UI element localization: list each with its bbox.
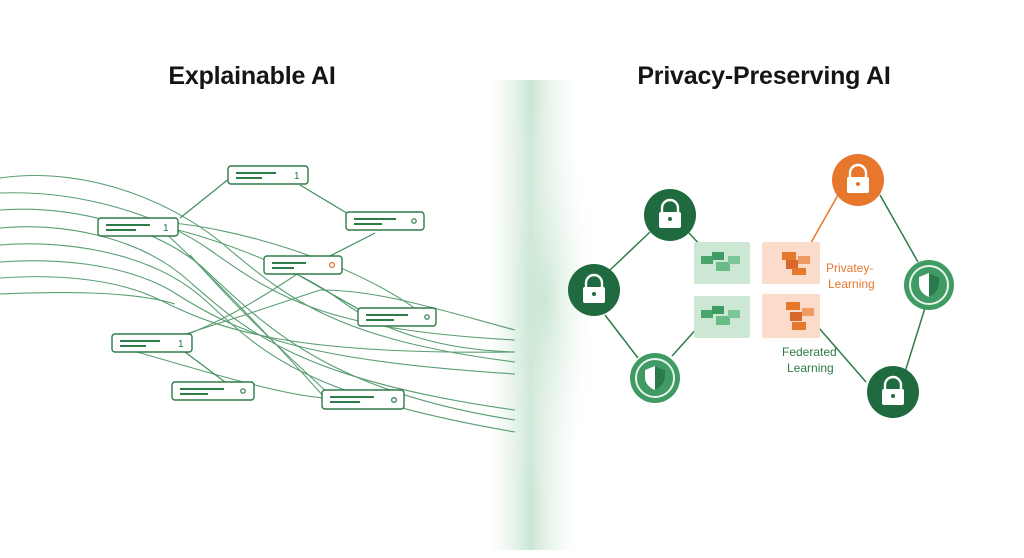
data-block-orange-bottom <box>762 294 820 338</box>
tree-node-4-highlight <box>263 255 343 275</box>
tree-node-2: 1 <box>97 217 179 237</box>
tree-node-8 <box>321 389 405 410</box>
data-block-green-bottom <box>694 296 750 338</box>
tree-node-7 <box>171 381 255 401</box>
federated-learning-label-line1: Federated <box>782 345 837 359</box>
lock-icon <box>583 273 605 303</box>
explainable-ai-title: Explainable AI <box>168 62 336 90</box>
privacy-links <box>604 194 926 383</box>
privacy-preserving-ai-title: Privacy-Preserving AI <box>637 62 891 90</box>
privacy-learning-label-line2: Learning <box>828 277 875 291</box>
shield-icon <box>645 366 665 390</box>
lock-node-top-left <box>644 189 696 241</box>
tree-node-3 <box>345 211 425 231</box>
node-badge: 1 <box>163 223 169 234</box>
lock-node-left <box>568 264 620 316</box>
node-badge: 1 <box>294 171 300 182</box>
tree-node-5 <box>357 307 437 327</box>
lock-node-top-right-orange <box>832 154 884 206</box>
divider-glow-center <box>485 100 605 500</box>
privacy-learning-label-line1: Privatey- <box>826 261 873 275</box>
shield-icon <box>919 273 939 297</box>
node-badge: 1 <box>178 339 184 350</box>
lock-icon <box>847 163 869 193</box>
shield-node-bottom-left <box>630 353 680 403</box>
data-block-orange-top <box>762 242 820 284</box>
federated-learning-label-line2: Learning <box>787 361 834 375</box>
explainable-tree-links <box>179 177 376 383</box>
lock-icon <box>882 375 904 405</box>
data-block-green-top <box>694 242 750 284</box>
lock-node-bottom-right <box>867 366 919 418</box>
shield-node-right <box>904 260 954 310</box>
tree-node-1: 1 <box>227 165 309 185</box>
lock-icon <box>659 198 681 228</box>
tree-node-6: 1 <box>111 333 193 353</box>
explainable-curves <box>0 174 516 433</box>
